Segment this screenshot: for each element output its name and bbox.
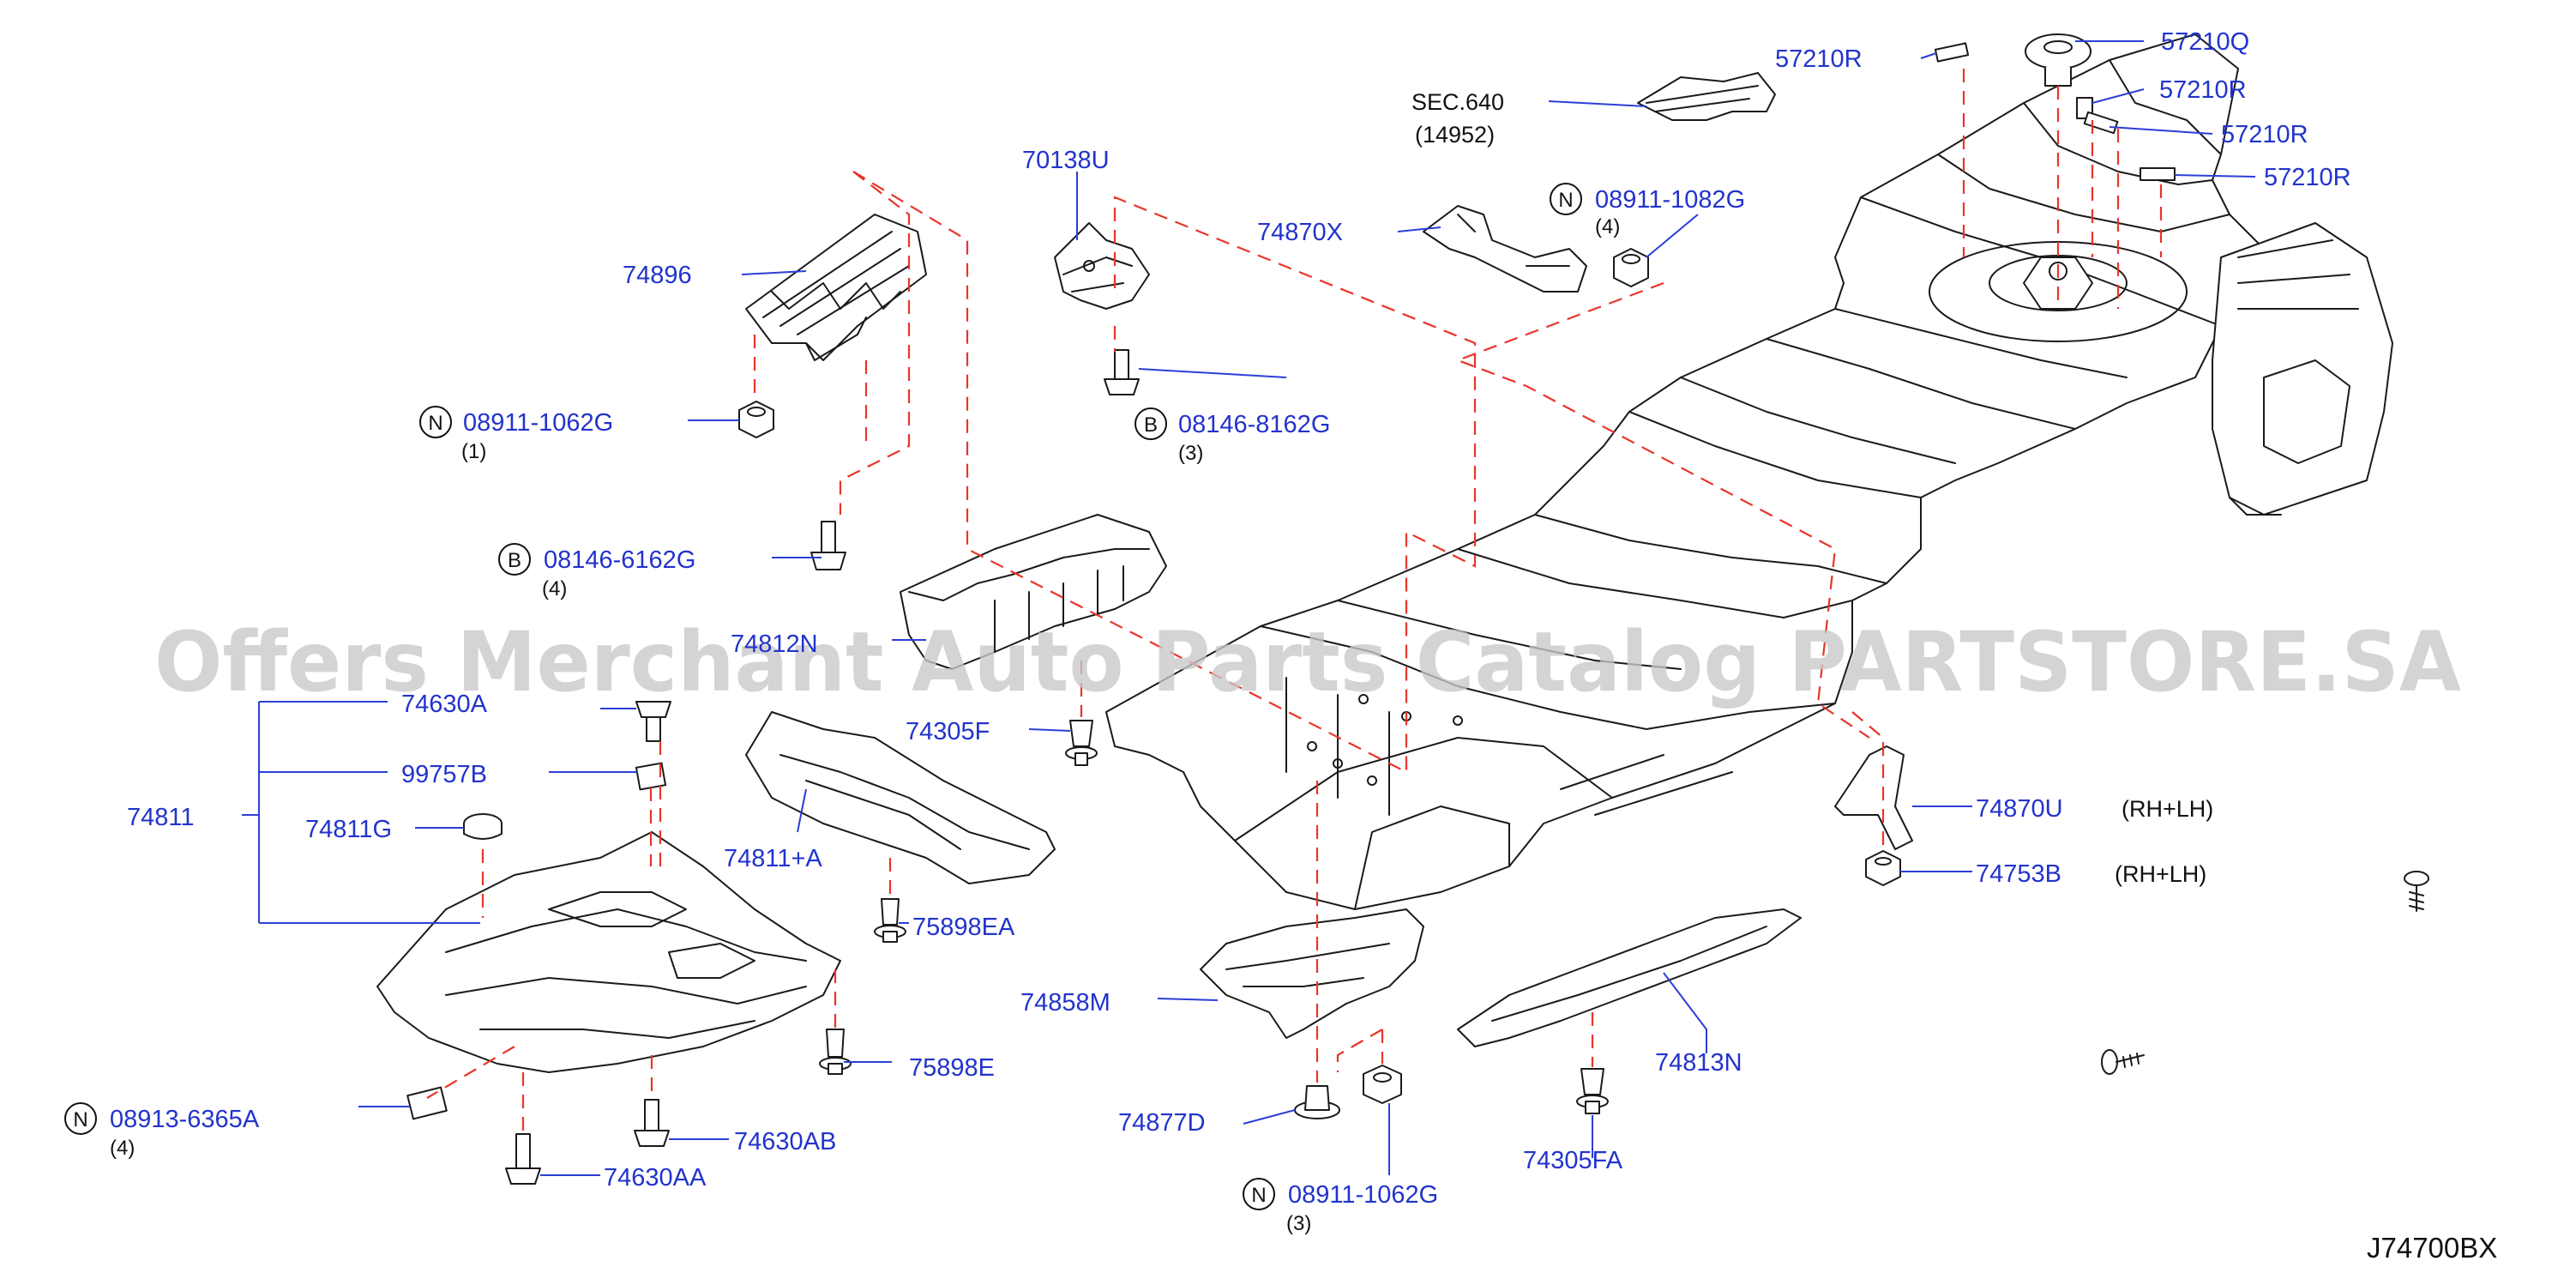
prefix-n4: N xyxy=(1251,1184,1266,1207)
screw-right-upper xyxy=(2404,871,2429,912)
prefix-circle-b1 xyxy=(1135,407,1167,440)
label-74811G[interactable]: 74811G xyxy=(305,816,392,843)
qty-08911-1062G-b: (3) xyxy=(1286,1212,1311,1235)
label-74812N[interactable]: 74812N xyxy=(731,630,818,658)
label-74305FA[interactable]: 74305FA xyxy=(1523,1147,1623,1174)
label-74870U[interactable]: 74870U xyxy=(1976,795,2063,823)
label-08911-1062G-a[interactable]: 08911-1062G xyxy=(463,409,613,437)
label-99757B[interactable]: 99757B xyxy=(401,761,487,788)
part-57210Q xyxy=(2025,33,2091,87)
label-08913-6365A[interactable]: 08913-6365A xyxy=(110,1106,260,1133)
prefix-circle-n4 xyxy=(1243,1178,1275,1210)
prefix-b1: B xyxy=(1144,413,1158,437)
part-74753B xyxy=(1865,850,1901,886)
label-74630AB[interactable]: 74630AB xyxy=(734,1128,836,1155)
labels: 57210R 57210Q 57210R 57210R 57210R SEC.6… xyxy=(64,28,2497,1264)
label-74630A[interactable]: 74630A xyxy=(401,691,488,718)
label-74630AA[interactable]: 74630AA xyxy=(604,1164,707,1192)
part-sec640 xyxy=(1637,72,1776,121)
label-74811A[interactable]: 74811+A xyxy=(724,845,822,872)
prefix-circle-n1 xyxy=(1550,183,1582,215)
part-74811 xyxy=(376,831,841,1073)
part-74877D xyxy=(1294,1085,1340,1119)
part-74813N xyxy=(1457,908,1802,1047)
label-57210R-c[interactable]: 57210R xyxy=(2221,121,2308,148)
part-74630AA xyxy=(505,1133,541,1185)
label-74870X[interactable]: 74870X xyxy=(1257,219,1343,246)
bolt-08146-8162 xyxy=(1104,349,1140,395)
part-75898EA xyxy=(874,898,906,943)
watermark-text: Offers Merchant Auto Parts Catalog PARTS… xyxy=(154,614,2461,710)
label-sec640-sub: (14952) xyxy=(1415,122,1495,148)
label-75898EA[interactable]: 75898EA xyxy=(912,914,1015,941)
part-74811G xyxy=(463,813,503,840)
qty-08146-6162G: (4) xyxy=(542,577,567,600)
part-70138U xyxy=(1054,222,1150,310)
label-74877D[interactable]: 74877D xyxy=(1118,1109,1206,1137)
qty-08911-1062G-a: (1) xyxy=(461,440,486,463)
label-08146-6162G[interactable]: 08146-6162G xyxy=(544,546,695,574)
nut-08911-bottom xyxy=(1363,1065,1402,1104)
label-rhlh-1: (RH+LH) xyxy=(2122,796,2213,822)
label-rhlh-2: (RH+LH) xyxy=(2115,861,2206,887)
qty-08146-8162G: (3) xyxy=(1178,442,1203,465)
prefix-circle-n2 xyxy=(419,406,452,438)
alignment-lines xyxy=(426,69,2163,1132)
part-74305FA xyxy=(1576,1068,1609,1114)
part-57210R-clips xyxy=(1934,42,2176,181)
label-57210R-a[interactable]: 57210R xyxy=(1775,45,1863,73)
label-08146-8162G[interactable]: 08146-8162G xyxy=(1178,411,1330,438)
prefix-b2: B xyxy=(508,549,521,572)
screw-right-lower xyxy=(2101,1049,2145,1075)
part-99757B xyxy=(635,762,667,791)
part-75898E xyxy=(819,1029,852,1075)
part-74858M xyxy=(1200,908,1424,1039)
part-74812N xyxy=(900,514,1167,670)
part-74870U xyxy=(1834,745,1913,850)
label-57210R-b[interactable]: 57210R xyxy=(2159,76,2247,104)
prefix-n3: N xyxy=(73,1108,87,1131)
label-08911-1082G[interactable]: 08911-1082G xyxy=(1595,186,1745,214)
qty-08913-6365A: (4) xyxy=(110,1137,135,1160)
prefix-circle-n3 xyxy=(64,1102,97,1135)
part-74305F xyxy=(1065,720,1098,766)
label-74813N[interactable]: 74813N xyxy=(1655,1049,1742,1077)
label-74753B[interactable]: 74753B xyxy=(1976,860,2061,888)
prefix-n2: N xyxy=(428,412,442,435)
leader-lines xyxy=(242,40,2256,1176)
qty-08911-1082G: (4) xyxy=(1595,215,1620,238)
floor-panel xyxy=(1105,33,2393,910)
label-74896[interactable]: 74896 xyxy=(623,262,692,289)
part-08913 xyxy=(406,1086,448,1120)
nut-08911-left xyxy=(738,401,774,438)
label-57210Q[interactable]: 57210Q xyxy=(2161,28,2249,56)
label-57210R-d[interactable]: 57210R xyxy=(2264,164,2351,191)
part-74630A xyxy=(635,701,671,742)
prefix-circle-b2 xyxy=(498,543,531,576)
part-74630AB xyxy=(634,1099,670,1147)
prefix-n1: N xyxy=(1558,189,1573,212)
label-sec640[interactable]: SEC.640 xyxy=(1411,89,1504,115)
label-74858M[interactable]: 74858M xyxy=(1020,989,1110,1017)
diagram-code: J74700BX xyxy=(2367,1232,2497,1264)
part-74896 xyxy=(745,214,927,361)
label-75898E[interactable]: 75898E xyxy=(909,1054,995,1082)
part-74870X xyxy=(1423,205,1587,293)
label-70138U[interactable]: 70138U xyxy=(1022,147,1110,174)
nut-08911-top xyxy=(1613,248,1649,287)
label-74811[interactable]: 74811 xyxy=(127,804,195,831)
label-74305F[interactable]: 74305F xyxy=(906,718,990,745)
part-74811A xyxy=(745,711,1056,884)
label-08911-1062G-b[interactable]: 08911-1062G xyxy=(1288,1181,1438,1209)
bolt-08146-6162 xyxy=(810,521,846,570)
